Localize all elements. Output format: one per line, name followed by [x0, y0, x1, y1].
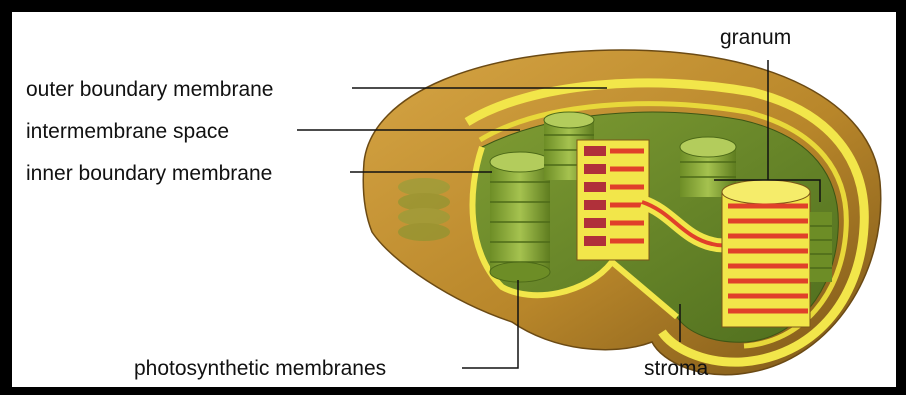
label-outer-boundary-membrane: outer boundary membrane: [26, 78, 273, 101]
granum-stack-center: [577, 140, 649, 260]
granum-stack-far-right: [810, 212, 832, 282]
label-intermembrane-space: intermembrane space: [26, 120, 229, 143]
chloroplast-diagram: outer boundary membrane intermembrane sp…: [12, 12, 896, 387]
label-inner-boundary-membrane: inner boundary membrane: [26, 162, 272, 185]
granum-stack-right: [722, 180, 810, 327]
label-granum: granum: [720, 26, 791, 49]
granum-stack-left: [490, 152, 550, 282]
label-photosynthetic-membranes: photosynthetic membranes: [134, 357, 386, 380]
label-stroma: stroma: [644, 357, 709, 380]
diagram-panel: outer boundary membrane intermembrane sp…: [12, 12, 896, 387]
